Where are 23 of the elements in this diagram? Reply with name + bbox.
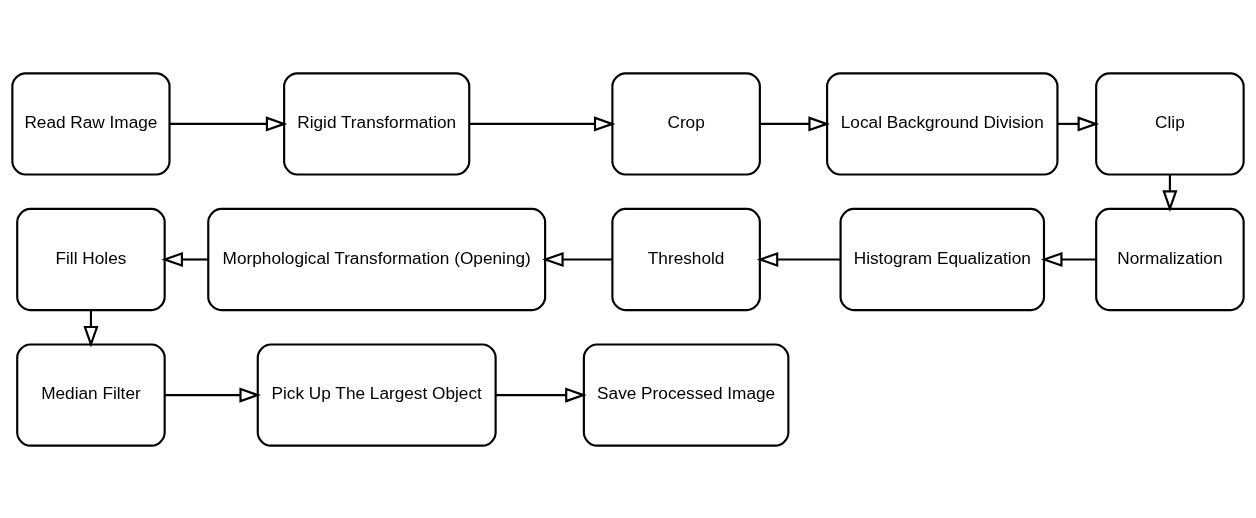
node-box: Crop [611, 71, 761, 176]
node-box: Histogram Equalization [839, 207, 1046, 311]
node-box: Rigid Transformation [283, 71, 471, 176]
arrow [542, 251, 613, 267]
node-box: Normalization [1095, 207, 1245, 311]
arrow [469, 115, 616, 131]
node-box: Threshold [611, 207, 761, 311]
arrow [169, 115, 288, 131]
node-box: Save Processed Image [582, 342, 790, 447]
arrow [1040, 251, 1097, 267]
node-box: Pick Up The Largest Object [256, 342, 497, 447]
arrow [760, 115, 830, 131]
node-box: Read Raw Image [11, 71, 171, 176]
node-box: Median Filter [16, 342, 166, 447]
arrow [164, 387, 261, 403]
node-box: Clip [1095, 71, 1245, 176]
arrow [495, 387, 587, 403]
arrow [1057, 115, 1100, 131]
node-box: Morphological Transformation (Opening) [207, 207, 547, 311]
node-box: Local Background Division [826, 71, 1059, 176]
arrow [756, 251, 841, 267]
node-box: Fill Holes [16, 207, 166, 311]
arrow [161, 251, 209, 267]
